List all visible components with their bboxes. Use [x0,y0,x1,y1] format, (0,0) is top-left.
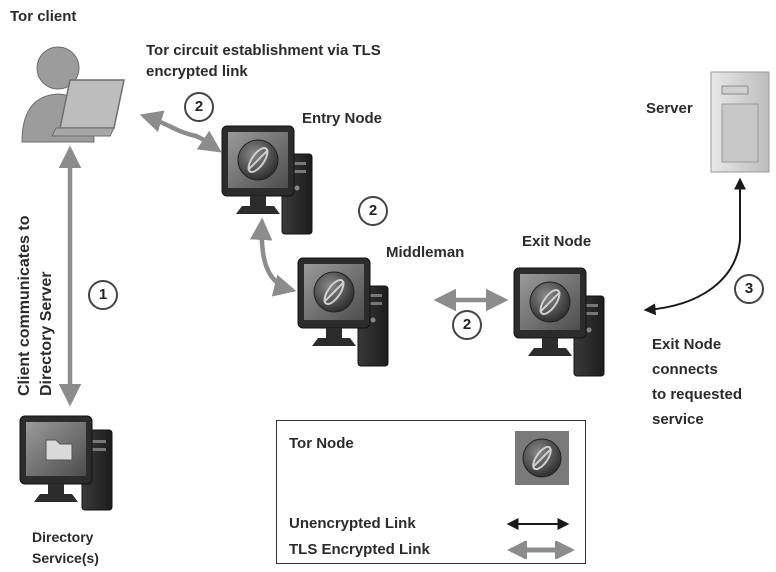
middleman-node-icon [297,257,389,367]
tor-client-label: Tor client [10,8,77,25]
legend-unencrypted-label: Unencrypted Link [289,515,416,532]
client-comm-line2: Directory Server [38,271,55,396]
exit-node-icon [513,267,605,377]
client-comm-line1: Client communicates to [16,215,33,396]
server-label: Server [646,100,693,117]
entry-node-label: Entry Node [302,110,383,127]
legend-box: Tor Node Unencrypted Link TLS Encrypted … [276,420,586,564]
legend-tls-arrow [507,541,575,559]
legend-unencrypted-arrow [506,518,570,530]
legend-tls-label: TLS Encrypted Link [289,541,430,558]
circuit-label-line2: encrypted link [146,63,248,80]
circuit-label-line1: Tor circuit establishment via TLS [146,42,381,59]
legend-tor-node-label: Tor Node [289,435,354,452]
client-communicates-label: Client communicates to Directory Server [4,152,74,402]
server-tower-icon [710,71,770,173]
tls-link-client-entry [139,110,222,153]
directory-computer-icon [19,415,113,511]
middleman-label: Middleman [386,244,465,261]
step-2-badge-middleman: 2 [452,310,482,340]
entry-node-icon [221,125,313,235]
exit-node-label: Exit Node [522,233,592,250]
exit-connect-line4: service [652,411,704,428]
unencrypted-link-exit-server [643,177,746,316]
step-2-badge-client: 2 [184,92,214,122]
step-3-badge: 3 [734,274,764,304]
directory-label-line2: Service(s) [32,550,99,566]
tor-client-icon [21,46,125,143]
exit-connect-line1: Exit Node [652,336,722,353]
step-1-badge: 1 [88,280,118,310]
directory-label-line1: Directory [32,529,94,545]
tls-link-entry-middleman [249,217,297,297]
exit-connect-line2: connects [652,361,718,378]
step-2-badge-entry: 2 [358,196,388,226]
exit-connect-line3: to requested [652,386,743,403]
legend-tor-node-icon [515,431,569,485]
